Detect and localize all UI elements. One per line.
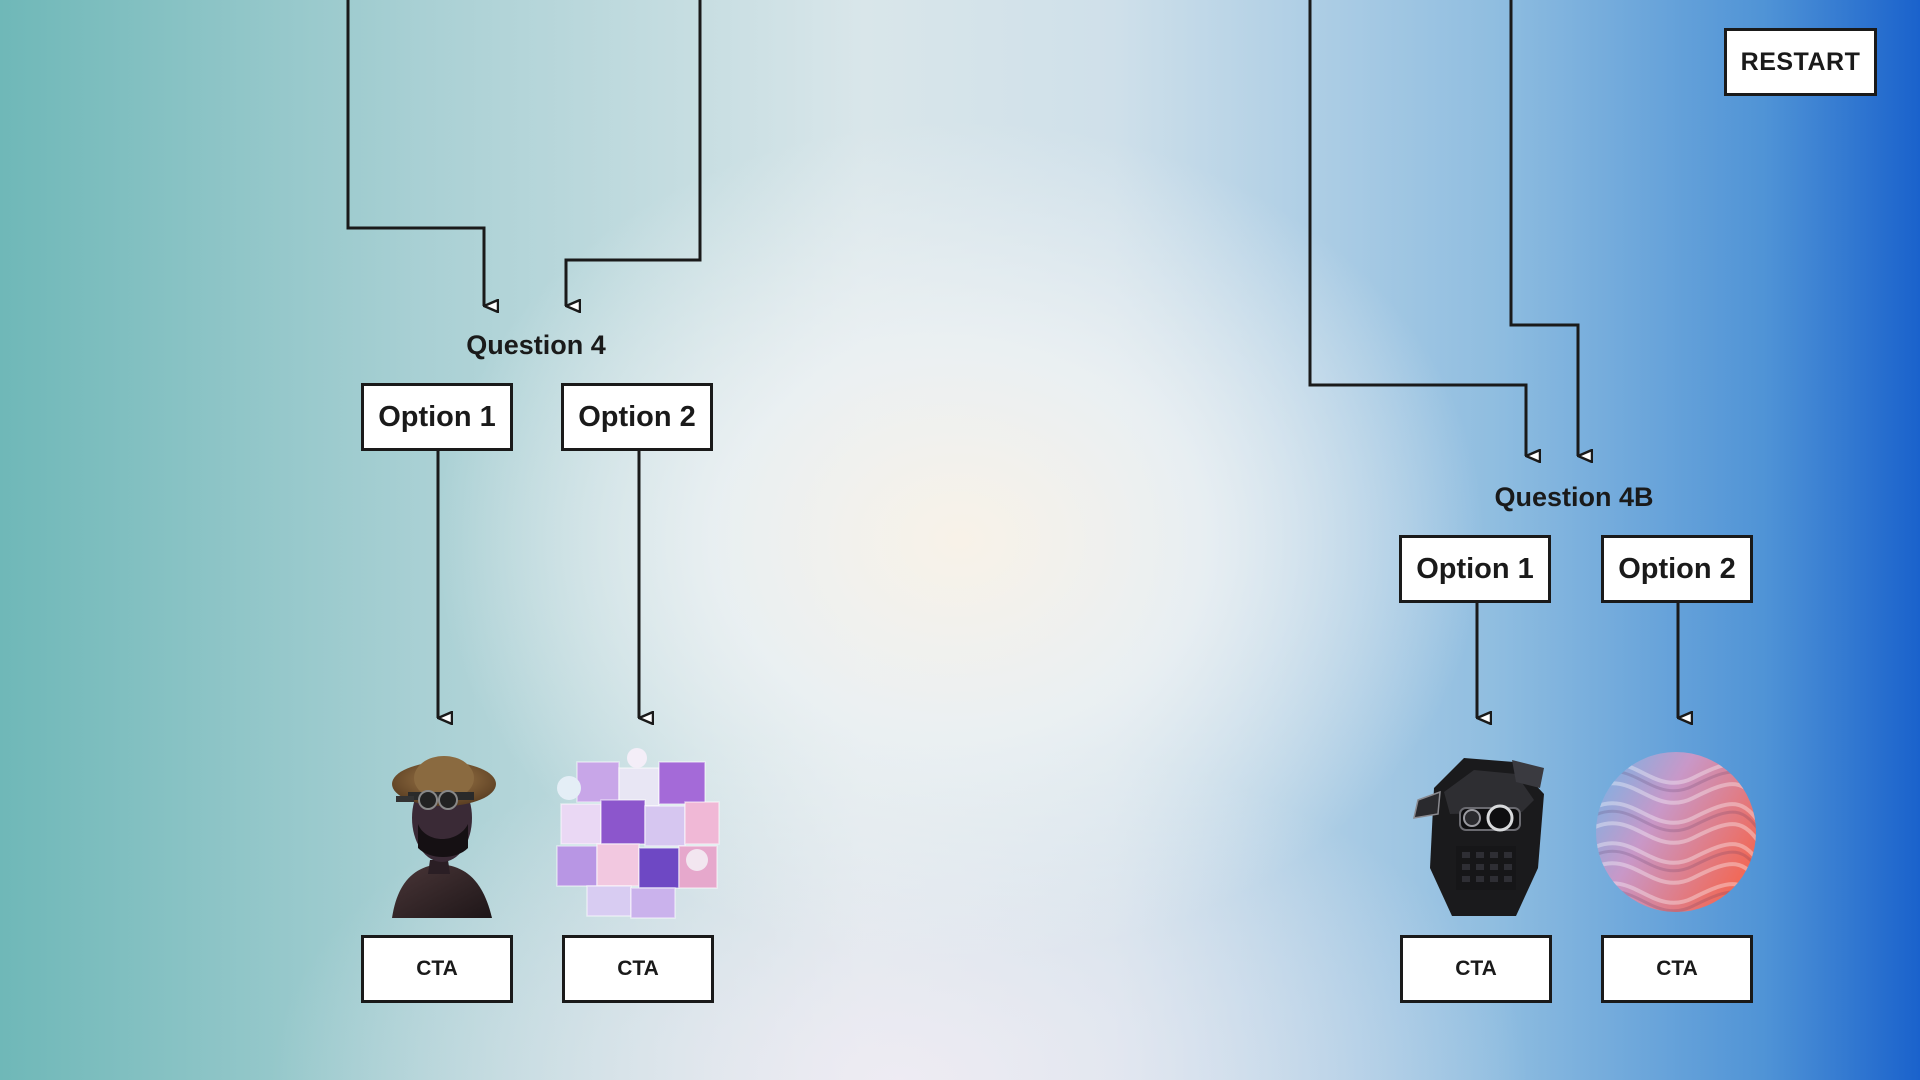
restart-button[interactable]: RESTART [1724,28,1877,96]
hat-character-icon [392,756,496,918]
left-cta-2-button[interactable]: CTA [562,935,714,1003]
question-4-label: Question 4 [466,330,606,360]
connector-left-incoming-2 [564,0,702,306]
robot-head-icon [1413,758,1544,916]
wavy-sphere-icon [1596,752,1756,912]
right-option-2-button[interactable]: Option 2 [1601,535,1753,603]
left-option-2-button[interactable]: Option 2 [561,383,713,451]
right-option-1-button[interactable]: Option 1 [1399,535,1551,603]
left-cta-1-button[interactable]: CTA [361,935,513,1003]
right-cta-1-button[interactable]: CTA [1400,935,1552,1003]
connector-right-incoming-2 [1509,0,1578,456]
connector-left-incoming-1 [346,0,484,306]
left-option-1-button[interactable]: Option 1 [361,383,513,451]
connector-right-incoming-1 [1308,0,1526,456]
glass-cube-icon [556,748,720,919]
question-4b-label: Question 4B [1494,482,1654,512]
right-cta-2-button[interactable]: CTA [1601,935,1753,1003]
